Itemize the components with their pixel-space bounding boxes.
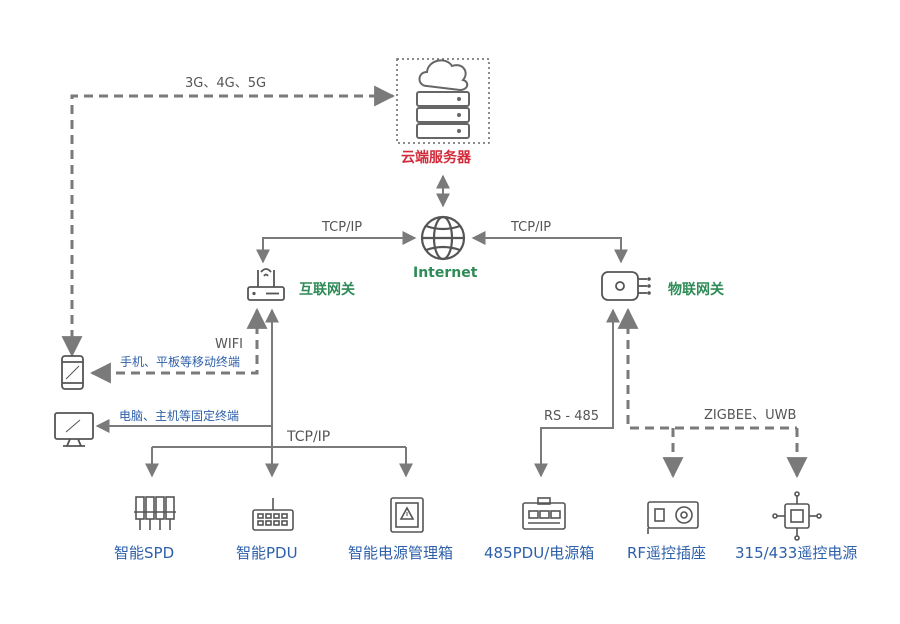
internet-label: Internet	[413, 265, 478, 281]
internet-gateway-label: 互联网关	[299, 282, 355, 298]
internet-iot-link	[471, 231, 628, 264]
remote-power-icon	[772, 491, 822, 541]
phone-icon	[61, 355, 84, 390]
device-label-spd: 智能SPD	[114, 544, 175, 562]
wifi-link	[89, 307, 268, 384]
power-box-icon	[390, 497, 424, 533]
cloud-server-label: 云端服务器	[401, 150, 471, 166]
rs485-label: RS - 485	[544, 409, 600, 424]
globe-icon	[420, 215, 466, 261]
wifi-label: WIFI	[215, 337, 243, 352]
cloud-server-icon	[396, 58, 490, 144]
rs485-link	[534, 308, 620, 478]
device-label-485-pdu: 485PDU/电源箱	[484, 544, 595, 562]
tcp-bottom-label: TCP/IP	[287, 429, 331, 445]
device-label-rf-socket: RF遥控插座	[627, 544, 707, 562]
485-pdu-icon	[522, 497, 566, 530]
internet-router-link	[256, 231, 417, 264]
mobile-network-label: 3G、4G、5G	[185, 76, 267, 91]
fixed-terminal-label: 电脑、主机等固定终端	[119, 409, 240, 423]
mobile-terminal-label: 手机、平板等移动终端	[120, 355, 241, 369]
pdu-icon	[252, 498, 294, 531]
device-label-pdu: 智能PDU	[236, 544, 298, 562]
tcp-right-label: TCP/IP	[511, 220, 552, 235]
tcp-left-label: TCP/IP	[322, 220, 363, 235]
iot-gateway-icon	[601, 271, 651, 301]
mobile-network-link	[61, 85, 396, 358]
monitor-icon	[54, 412, 94, 447]
device-label-power-box: 智能电源管理箱	[348, 544, 454, 562]
iot-gateway-label: 物联网关	[668, 282, 724, 298]
spd-icon	[134, 496, 176, 530]
router-icon	[247, 268, 285, 301]
zigbee-link	[617, 307, 797, 430]
device-label-remote-power: 315/433遥控电源	[735, 544, 858, 562]
zigbee-label: ZIGBEE、UWB	[704, 408, 797, 423]
rf-socket-icon	[647, 501, 699, 534]
